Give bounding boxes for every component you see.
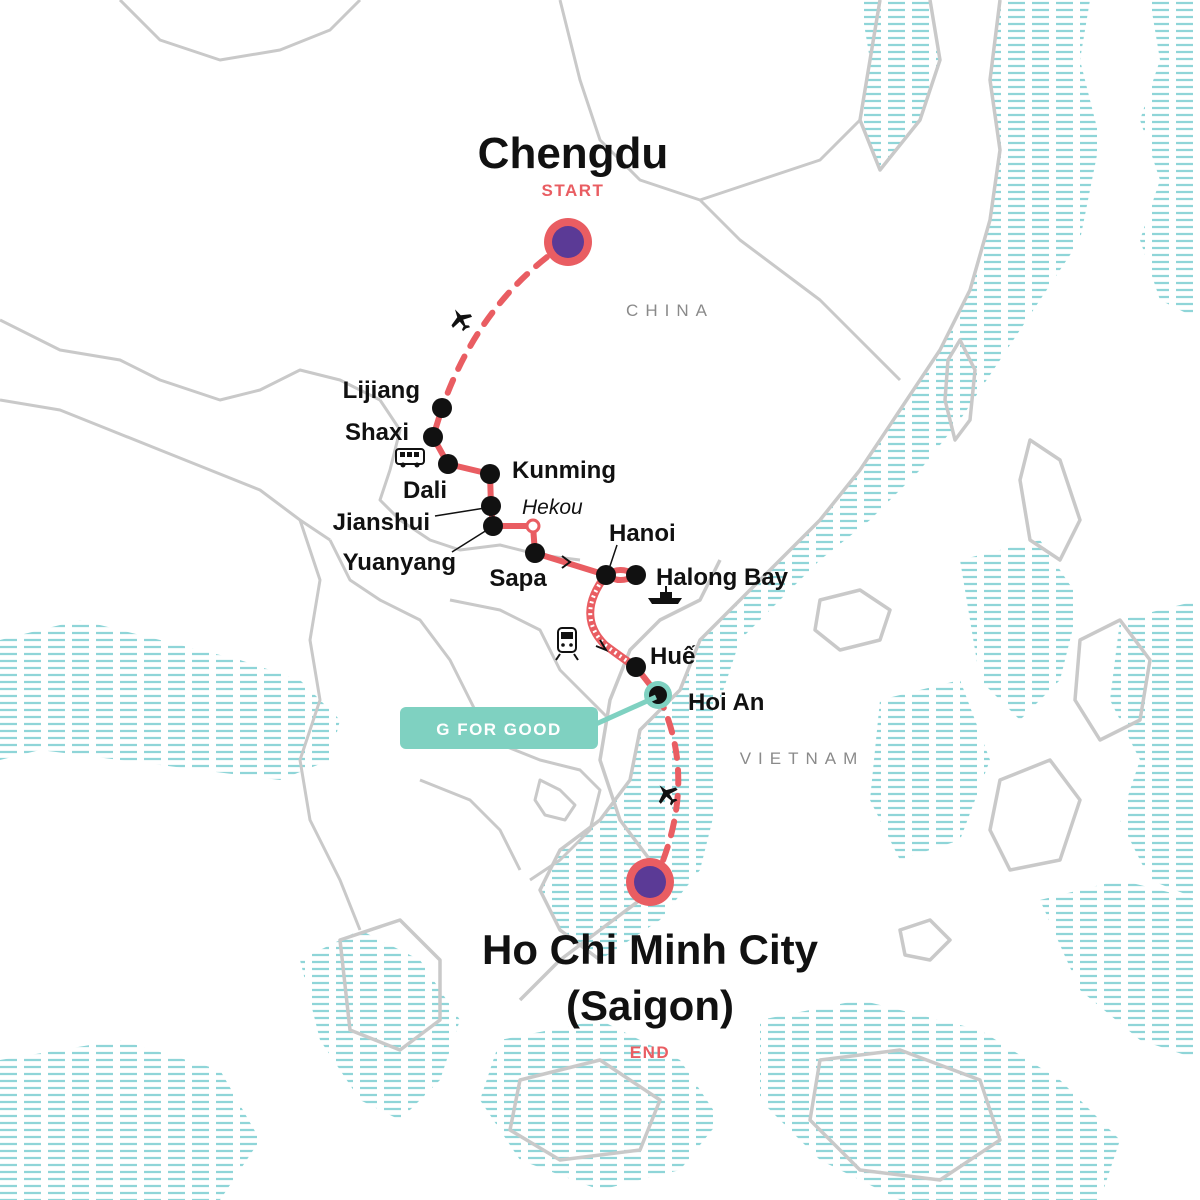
label-lijiang: Lijiang xyxy=(343,377,420,404)
end-city-label-line1: Ho Chi Minh City xyxy=(482,926,819,973)
flight-leg-hoian-saigon xyxy=(652,692,682,883)
label-hoi-an: Hoi An xyxy=(688,689,764,716)
stop-lijiang[interactable] xyxy=(432,398,452,418)
badge-label: G FOR GOOD xyxy=(436,720,562,739)
start-marker[interactable] xyxy=(544,218,592,266)
end-city-label-line2: (Saigon) xyxy=(566,982,734,1029)
stop-dali[interactable] xyxy=(438,454,458,474)
end-tag: END xyxy=(630,1043,670,1062)
label-jianshui: Jianshui xyxy=(333,509,430,536)
g-for-good-badge[interactable]: G FOR GOOD xyxy=(400,694,658,749)
plane-icon xyxy=(451,309,473,332)
start-city-label: Chengdu xyxy=(478,129,669,178)
country-label-vietnam: VIETNAM xyxy=(740,749,865,768)
land-outlines xyxy=(0,0,1152,1182)
stop-yuanyang[interactable] xyxy=(483,516,503,536)
label-halong-bay: Halong Bay xyxy=(656,564,789,591)
stop-halong-bay[interactable] xyxy=(626,565,646,585)
boat-icon xyxy=(648,586,682,604)
stops xyxy=(423,398,672,709)
label-yuanyang: Yuanyang xyxy=(343,549,456,576)
start-tag: START xyxy=(542,181,605,200)
stop-hekou[interactable] xyxy=(525,518,541,534)
train-icon xyxy=(555,627,579,661)
bus-icon xyxy=(395,448,425,468)
label-hue: Huế xyxy=(650,643,696,670)
direction-chevron-icon xyxy=(561,555,609,653)
label-hekou: Hekou xyxy=(522,496,583,519)
stop-sapa[interactable] xyxy=(525,543,545,563)
leader-lines xyxy=(434,507,618,567)
stop-hue[interactable] xyxy=(626,657,646,677)
label-hanoi: Hanoi xyxy=(609,520,676,547)
end-marker[interactable] xyxy=(626,858,674,906)
stop-kunming[interactable] xyxy=(480,464,500,484)
country-label-china: CHINA xyxy=(626,301,714,320)
label-dali: Dali xyxy=(403,477,447,504)
stop-jianshui[interactable] xyxy=(481,496,501,516)
label-kunming: Kunming xyxy=(512,457,616,484)
stop-hanoi[interactable] xyxy=(596,565,616,585)
stop-shaxi[interactable] xyxy=(423,427,443,447)
plane-icon xyxy=(658,785,678,806)
label-sapa: Sapa xyxy=(489,565,547,592)
rail-leg-hanoi-hue xyxy=(586,572,639,671)
flight-leg-chengdu-lijiang xyxy=(439,239,571,411)
label-shaxi: Shaxi xyxy=(345,419,409,446)
